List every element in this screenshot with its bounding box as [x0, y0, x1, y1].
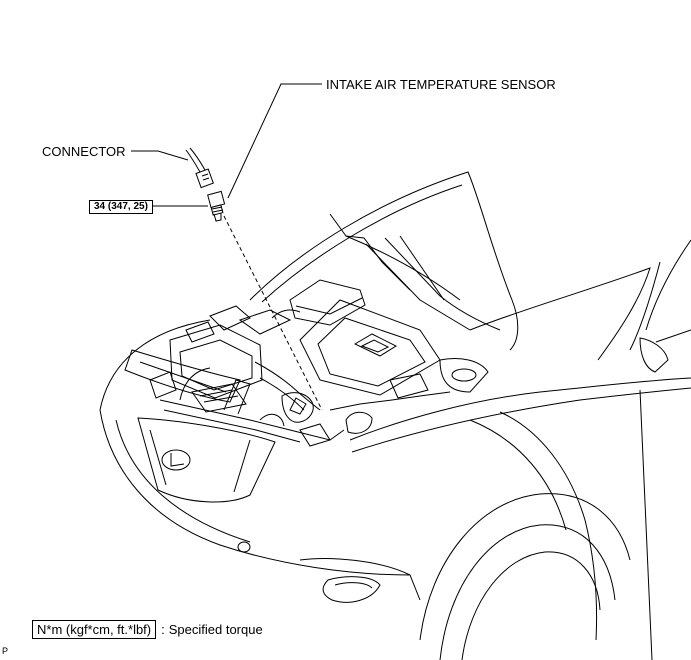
sensor-label: INTAKE AIR TEMPERATURE SENSOR	[326, 77, 556, 92]
vehicle-body	[100, 172, 691, 660]
air-cleaner	[170, 325, 262, 398]
strut-tower	[440, 359, 488, 393]
legend-separator: :	[161, 622, 165, 637]
torque-spec-label: 34 (347, 25)	[89, 200, 153, 214]
coolant-reservoir	[192, 384, 246, 412]
fog-lamp-bezel	[323, 577, 380, 603]
leader-lines	[131, 84, 322, 410]
connector-part	[186, 148, 213, 188]
hood-outline	[250, 172, 518, 350]
battery-box	[290, 280, 365, 325]
lexus-emblem	[162, 450, 190, 470]
side-mirror	[640, 338, 668, 372]
headlamp	[125, 350, 240, 402]
grille-outline	[138, 418, 275, 502]
legend-description: Specified torque	[168, 622, 263, 637]
sensor-thread	[211, 205, 223, 215]
torque-legend: N*m (kgf*cm, ft.*lbf) : Specified torque	[32, 620, 263, 639]
radiator-support	[160, 400, 344, 440]
sensor-part	[208, 191, 225, 221]
connector-leader-line	[131, 151, 188, 160]
connector-body	[196, 169, 213, 188]
install-path-dashed	[224, 216, 322, 410]
engine-cover	[300, 300, 440, 395]
connector-wire	[190, 148, 205, 170]
front-bumper	[100, 410, 410, 575]
sensor-body	[208, 191, 225, 207]
washer-tank	[346, 412, 372, 433]
windshield	[470, 268, 650, 360]
sensor-tip	[214, 213, 221, 221]
connector-label: CONNECTOR	[42, 144, 126, 159]
connector-wire	[186, 150, 200, 172]
figure-code: P	[2, 646, 9, 656]
fender-line	[350, 378, 691, 440]
tow-hook-cover	[238, 542, 250, 552]
wheel-arch	[420, 494, 630, 640]
legend-unit-box: N*m (kgf*cm, ft.*lbf)	[32, 620, 157, 639]
tire-outline	[440, 525, 615, 660]
engine-bay	[150, 280, 488, 446]
sensor-leader-line	[228, 84, 322, 198]
